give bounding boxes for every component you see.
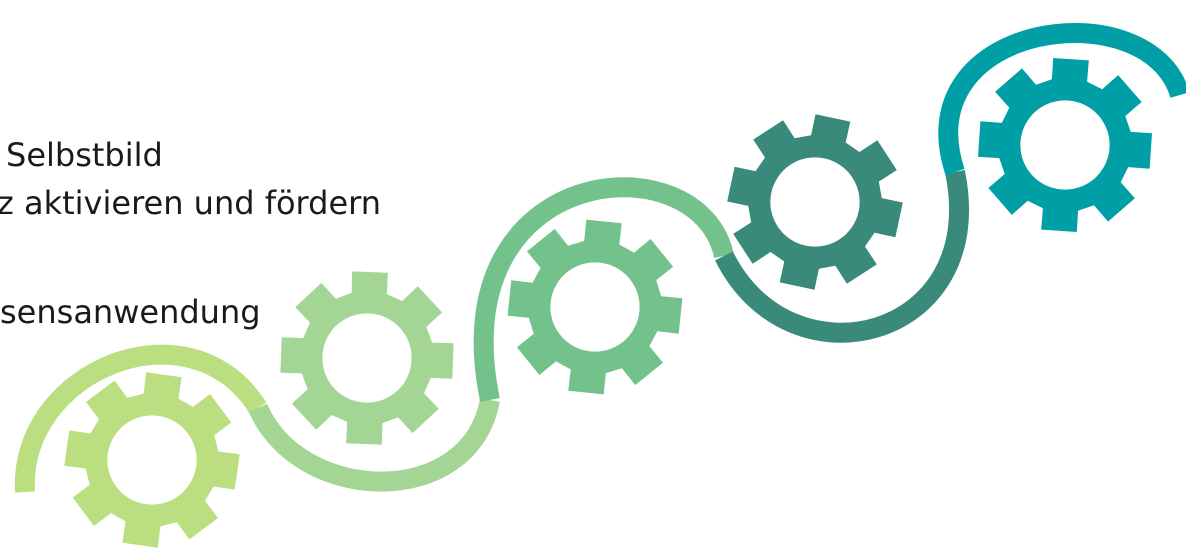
connector-path-3 [473, 177, 734, 403]
connector-path-2 [248, 397, 500, 492]
gear-1-body [64, 372, 240, 548]
gear-3-body [507, 219, 683, 395]
connector-path-4 [715, 169, 970, 343]
gear-2-icon [280, 271, 454, 445]
gear-4-body [727, 114, 903, 290]
gear-group [64, 58, 1152, 548]
gear-3-icon [507, 219, 683, 395]
label-selbstbild: Selbstbild [6, 136, 163, 174]
label-group: Selbstbild z aktivieren und fördern sens… [0, 136, 381, 331]
label-wissensanwendung: sensanwendung [0, 293, 261, 331]
gear-5-body [978, 58, 1152, 232]
connector-path-1 [14, 344, 267, 493]
connector-path-group [14, 22, 1186, 493]
gear-2-body [280, 271, 454, 445]
label-aktivieren-foerdern: z aktivieren und fördern [0, 184, 381, 222]
gear-4-icon [727, 114, 903, 290]
connector-path-5 [938, 22, 1186, 176]
gear-1-icon [64, 372, 240, 548]
gear-5-icon [978, 58, 1152, 232]
